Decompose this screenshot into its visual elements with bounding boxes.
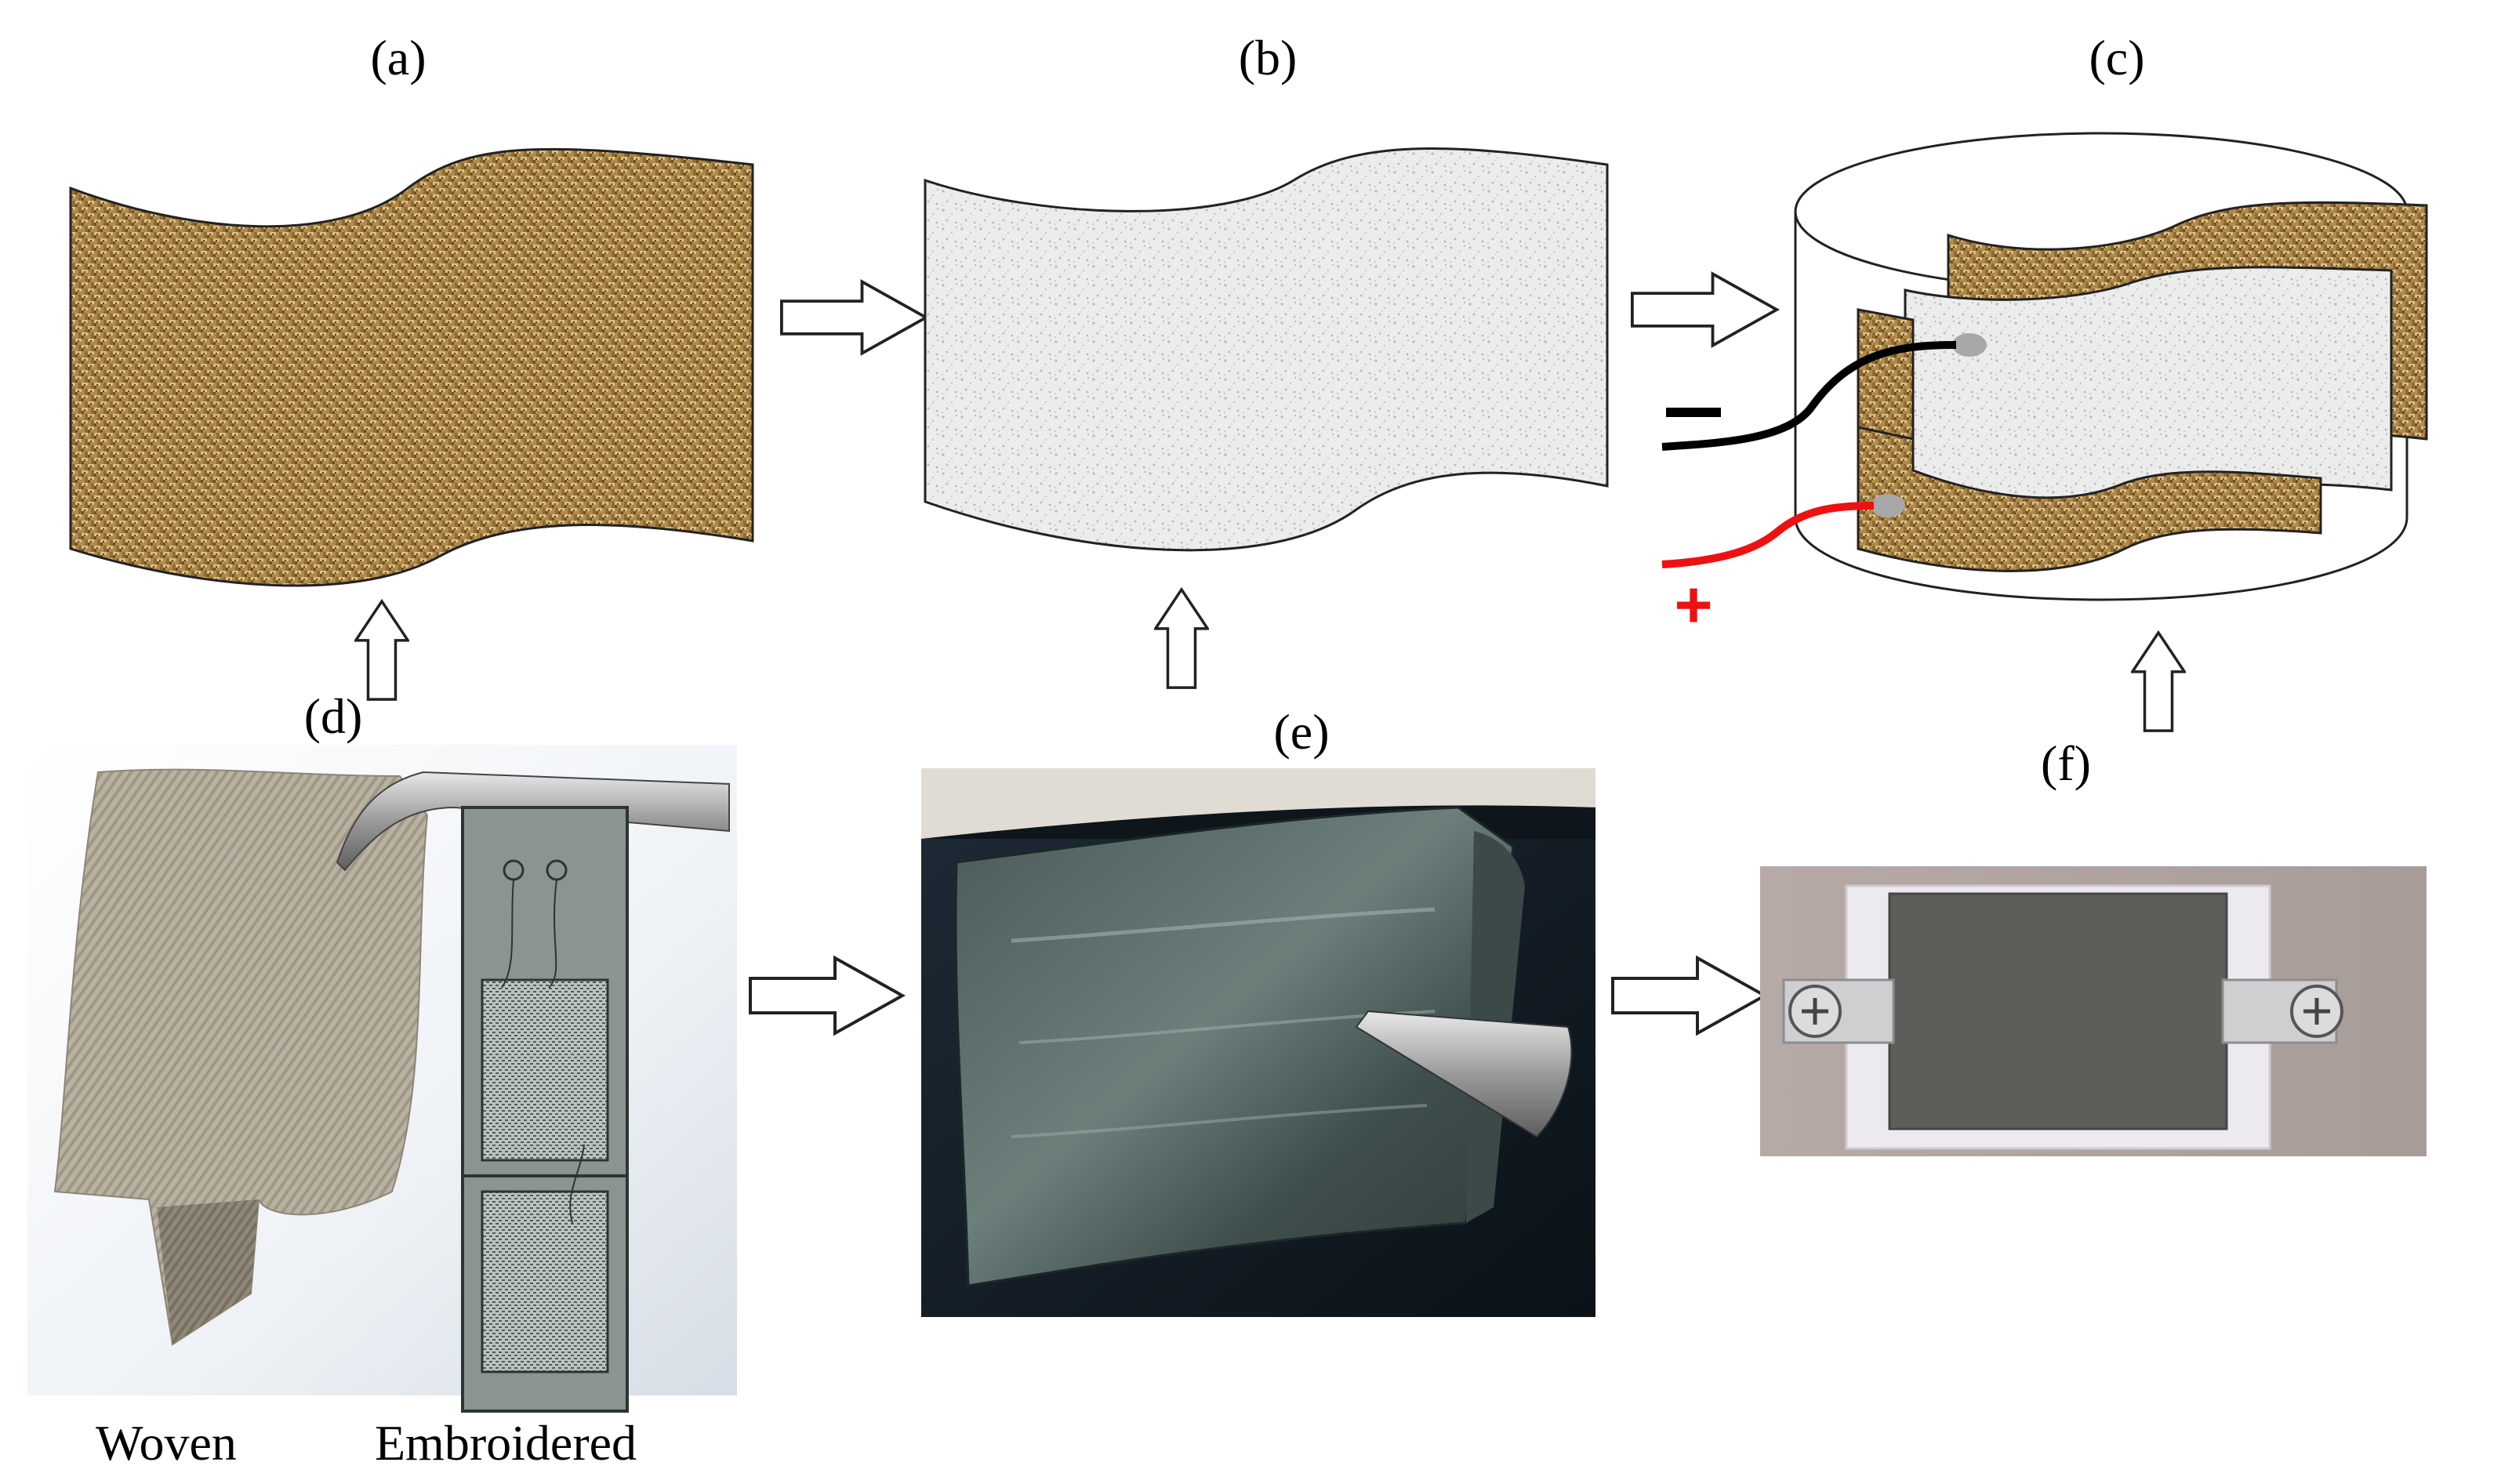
photo-assembled-device <box>1760 866 2427 1156</box>
arrow-e-to-b <box>1154 588 1209 689</box>
fabric-electrode-sheet <box>69 147 754 587</box>
arrow-d-to-e <box>750 958 902 1033</box>
caption-woven: Woven <box>96 1415 237 1471</box>
arrow-a-to-b <box>782 281 926 353</box>
device-active-area <box>1888 892 2228 1130</box>
tweezers-icon <box>336 771 730 872</box>
label-f: (f) <box>2041 735 2091 791</box>
arrow-f-to-c <box>2131 631 2186 732</box>
label-e: (e) <box>1273 704 1329 760</box>
label-a: (a) <box>370 30 426 85</box>
photo-woven-embroidered <box>27 745 737 1413</box>
woven-fabric-photo <box>53 768 429 1346</box>
separator-sheet <box>924 147 1609 552</box>
photo-coated-sheets <box>921 768 1595 1317</box>
positive-terminal-sign: + <box>1674 568 1712 641</box>
assembled-supercapacitor: − + <box>0 0 2428 641</box>
arrow-b-to-c <box>1632 274 1777 345</box>
negative-sign-text: − <box>0 0 1 1</box>
coated-sheet-stack <box>954 806 1515 1287</box>
label-d: (d) <box>304 688 363 744</box>
caption-embroidered: Embroidered <box>375 1415 637 1471</box>
positive-wire <box>1661 502 1875 568</box>
label-c: (c) <box>2089 30 2144 85</box>
negative-wire <box>1661 341 1957 451</box>
label-b: (b) <box>1239 30 1298 85</box>
arrow-e-to-f <box>1613 958 1765 1033</box>
negative-terminal-sign <box>1666 408 1721 417</box>
arrow-d-to-a <box>354 600 409 701</box>
